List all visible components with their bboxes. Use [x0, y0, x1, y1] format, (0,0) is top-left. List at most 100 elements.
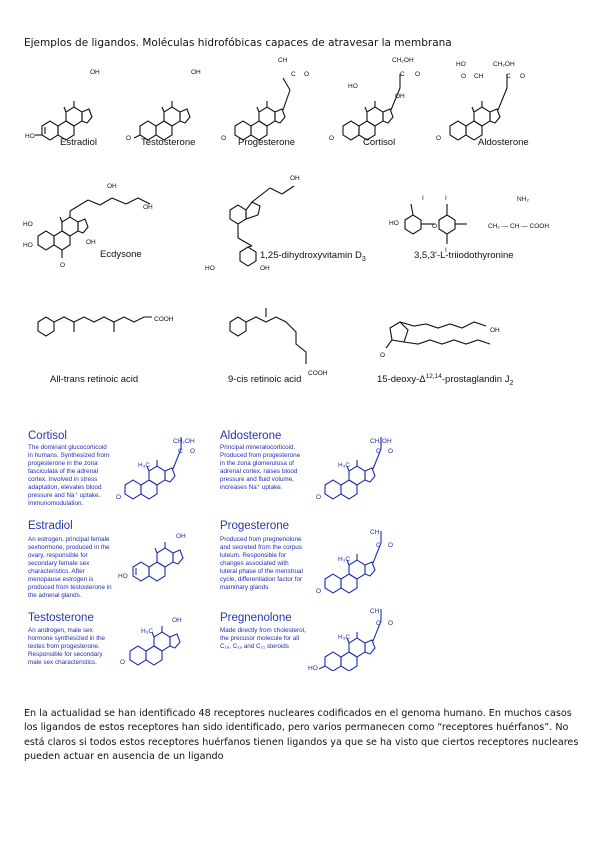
- t3-ho: HO: [389, 220, 399, 227]
- t3-o: O: [432, 223, 437, 230]
- card-pregnenolone-ho: HO: [308, 665, 318, 671]
- card-aldosterone-h3c: H₃C: [338, 462, 350, 469]
- card-cortisol-desc-4: cortex. Involved in stress: [28, 476, 97, 483]
- atra-label: All-trans retinoic acid: [50, 374, 138, 385]
- card-testosterone-structure: [129, 625, 181, 666]
- aldosterone-c: C: [506, 73, 511, 80]
- card-aldosterone-desc-5: increases Na⁺ uptake.: [220, 484, 283, 491]
- card-aldosterone-desc-2: in the zona glomerulosa of: [220, 460, 294, 467]
- card-progesterone-c: C: [376, 542, 381, 549]
- card-estradiol-ho: HO: [118, 573, 128, 580]
- card-pregnenolone-o: O: [388, 620, 393, 627]
- card-progesterone-structure: [324, 531, 382, 594]
- card-aldosterone-structure: [324, 437, 382, 500]
- card-aldosterone-desc-4: pressure and fluid volume,: [220, 476, 294, 483]
- vitd-label: 1,25-dihydroxyvitamin D3: [260, 250, 366, 263]
- card-pregnenolone-desc-2: C₁₈, C₁₉ and C₂₁ steroids: [220, 643, 289, 650]
- card-estradiol-title: Estradiol: [28, 520, 73, 532]
- card-estradiol-desc-6: produced from testosterone in: [28, 584, 112, 591]
- cortisol-oh: OH: [395, 93, 405, 100]
- card-cortisol-h3c: H₃C: [138, 462, 150, 469]
- card-testosterone-desc-1: hormone synthesized in the: [28, 635, 106, 642]
- progesterone-label: Progesterone: [238, 137, 295, 148]
- vitd-oh2: OH: [290, 175, 300, 182]
- card-estradiol-oh: OH: [176, 533, 186, 540]
- card-cortisol-c: C: [178, 448, 183, 455]
- card-pregnenolone-desc-1: the precusor molecule for all: [220, 635, 299, 642]
- card-progesterone-desc-5: cycle, differentiation factor for: [220, 576, 302, 583]
- card-progesterone-desc-6: mammary glands: [220, 584, 268, 591]
- card-progesterone-o2: O: [388, 542, 393, 549]
- ecdysone-oh1: OH: [107, 183, 117, 190]
- vitamin-d3-structure: [229, 185, 295, 267]
- card-progesterone-ch3: CH: [370, 529, 380, 536]
- ecdysone-structure: [37, 197, 151, 258]
- ligand-structures-panel: HO OH Estradiol O OH Testosterone O CH C…: [23, 57, 549, 387]
- testosterone-o: O: [126, 135, 131, 142]
- pgj2-label: 15-deoxy-Δ12,14-prostaglandin J2: [377, 373, 513, 387]
- card-cortisol-ch2oh: CH₂OH: [173, 438, 195, 445]
- card-progesterone-desc-3: changes associated with: [220, 560, 289, 567]
- card-cortisol-o: O: [116, 494, 121, 501]
- card-pregnenolone-c: C: [376, 620, 381, 627]
- card-testosterone-desc-4: male sex characteristics.: [28, 659, 97, 666]
- pgj2-o: O: [380, 352, 385, 359]
- progesterone-structure: [234, 77, 291, 141]
- card-cortisol-desc-2: progesterone in the zona: [28, 460, 98, 467]
- steroid-cards-panel: Cortisol The dominant glucocorticoid in …: [28, 430, 393, 671]
- t3-i2: I: [445, 195, 447, 202]
- testosterone-oh: OH: [191, 69, 201, 76]
- card-progesterone-title: Progesterone: [220, 520, 289, 532]
- card-estradiol-desc-4: characteristics. After: [28, 568, 85, 575]
- aldosterone-o: O: [436, 135, 441, 142]
- card-testosterone: Testosterone An androgen, male sex hormo…: [28, 612, 182, 666]
- card-cortisol-desc-7: Immunomodulation.: [28, 500, 84, 507]
- card-aldosterone: Aldosterone Principal mineralocorticoid.…: [220, 430, 393, 501]
- card-aldosterone-desc-3: adrenal cortex, raises blood: [220, 468, 298, 475]
- estradiol-oh: OH: [90, 69, 100, 76]
- t3-chain: CH₂ — CH — COOH: [488, 223, 549, 230]
- ecdysone-label: Ecdysone: [100, 249, 142, 260]
- ecdysone-o: O: [60, 262, 65, 269]
- t3-structure: [404, 203, 467, 244]
- card-cortisol-desc-3: fasciculata of the adrenal: [28, 468, 98, 475]
- progesterone-o: O: [221, 135, 226, 142]
- t3-nh2: NH₂: [517, 196, 529, 203]
- cortisol-structure: [342, 74, 401, 141]
- aldosterone-ho: HO: [456, 61, 466, 68]
- ecdysone-oh2: OH: [143, 204, 153, 211]
- vitd-ho: HO: [205, 265, 215, 272]
- card-progesterone-desc-1: and secreted from the corpus: [220, 544, 302, 551]
- card-pregnenolone-ch3: CH: [370, 608, 380, 615]
- testosterone-structure: [133, 100, 191, 141]
- card-testosterone-desc-3: Responsible for secondary: [28, 651, 103, 658]
- vitd-oh1: OH: [260, 265, 270, 272]
- card-cortisol-desc-5: adaptation, elevates blood: [28, 484, 102, 491]
- card-testosterone-desc-2: testes from progesterone.: [28, 643, 100, 650]
- t3-i1: I: [422, 195, 424, 202]
- card-pregnenolone: Pregnenolone Made directly from choleste…: [220, 608, 393, 671]
- card-aldosterone-ch2oh: CH₂OH: [370, 438, 392, 445]
- card-pregnenolone-desc-0: Made directly from cholesterol,: [220, 627, 306, 634]
- card-aldosterone-c: C: [376, 448, 381, 455]
- progesterone-c: C: [291, 71, 296, 78]
- card-pregnenolone-structure: [318, 609, 382, 671]
- card-cortisol: Cortisol The dominant glucocorticoid in …: [28, 430, 195, 507]
- aldosterone-label: Aldosterone: [478, 137, 529, 148]
- card-testosterone-title: Testosterone: [28, 612, 94, 624]
- card-cortisol-title: Cortisol: [28, 430, 67, 442]
- card-aldosterone-desc-0: Principal mineralocorticoid.: [220, 444, 295, 451]
- card-aldosterone-desc-1: Produced from progesterone: [220, 452, 301, 459]
- t3-label: 3,5,3'-L-triiodothyronine: [414, 250, 514, 261]
- cisra-cooh: COOH: [308, 370, 328, 377]
- card-estradiol-desc-0: An estrogen, principal female: [28, 536, 110, 543]
- pgj2-structure: [385, 321, 491, 349]
- progesterone-ch3: CH: [278, 57, 288, 64]
- cortisol-o: O: [329, 135, 334, 142]
- cortisol-label: Cortisol: [363, 137, 395, 148]
- ecdysone-ho2: HO: [23, 242, 33, 249]
- body-paragraph: En la actualidad se han identificado 48 …: [24, 707, 579, 763]
- card-cortisol-structure: [124, 437, 182, 500]
- card-cortisol-desc-6: pressure and Na⁺ uptake.: [28, 492, 101, 499]
- card-cortisol-desc-1: in humans. Synthesized from: [28, 452, 109, 459]
